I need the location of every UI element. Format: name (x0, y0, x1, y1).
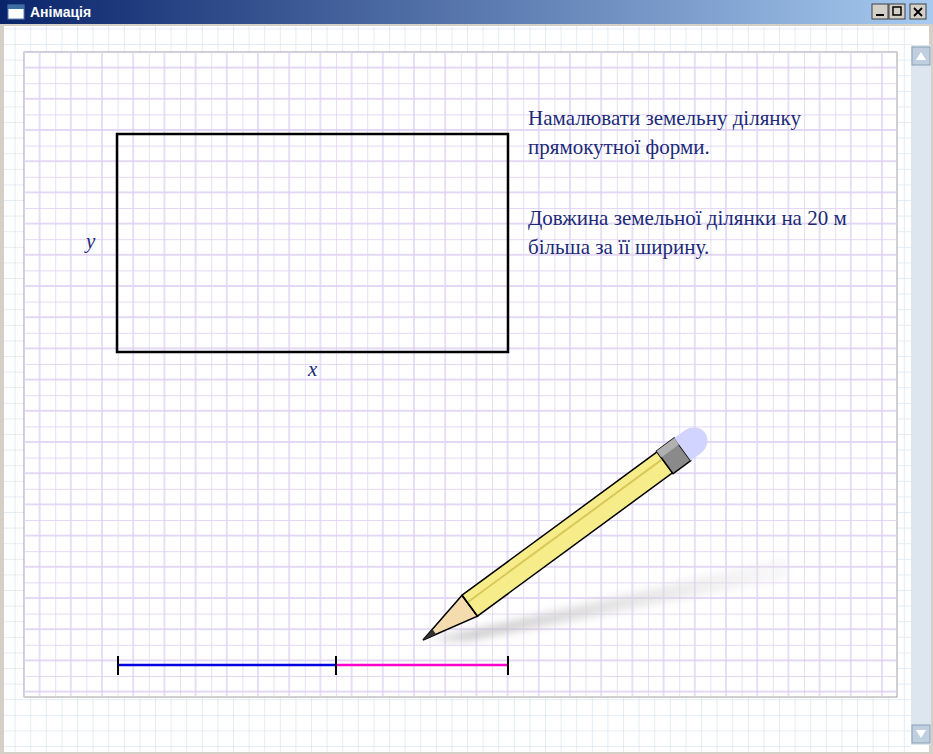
side-label: y (86, 229, 95, 254)
side-label: x (308, 357, 317, 382)
window-title: Анімація (30, 4, 91, 20)
task-text: Довжина земельної ділянки на 20 м більша… (528, 204, 900, 262)
task-text: Намалювати земельну ділянку прямокутної … (528, 104, 900, 162)
plot-rectangle (117, 134, 508, 352)
pencil (415, 422, 714, 652)
